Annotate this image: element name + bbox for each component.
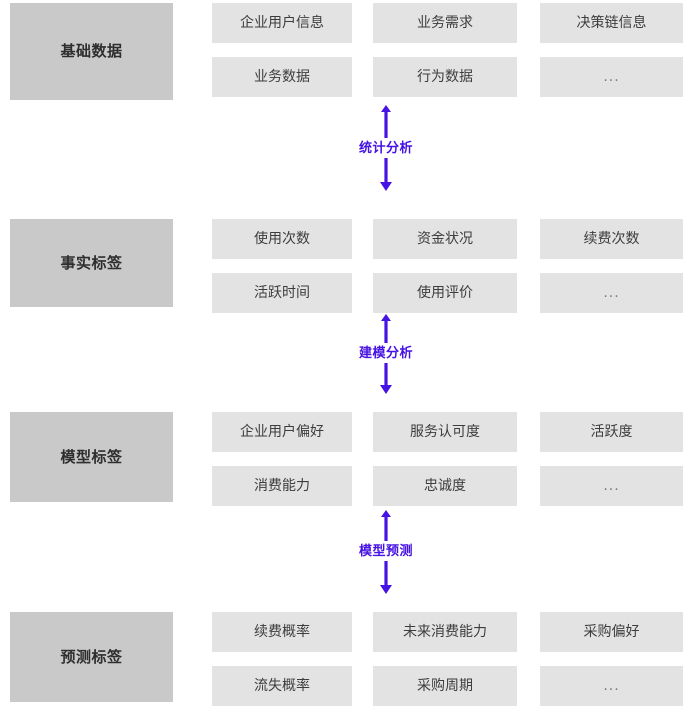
item-cell-label: 企业用户偏好 bbox=[240, 424, 324, 440]
item-cell[interactable]: 使用评价 bbox=[373, 273, 517, 313]
item-cell-label: 服务认可度 bbox=[410, 424, 480, 440]
item-cell[interactable]: 采购偏好 bbox=[540, 612, 683, 652]
item-cell-label: 续费次数 bbox=[583, 231, 640, 247]
item-cell-label: ... bbox=[603, 69, 620, 85]
item-cell-label: 行为数据 bbox=[417, 69, 473, 85]
item-cell[interactable]: 活跃度 bbox=[540, 412, 683, 452]
tier-label-box-model-labels: 模型标签 bbox=[10, 412, 173, 502]
connector-label: 模型预测 bbox=[358, 544, 413, 559]
connector-statistical-analysis: 统计分析 bbox=[330, 104, 442, 192]
item-cell[interactable]: 续费概率 bbox=[212, 612, 352, 652]
item-cell-label: ... bbox=[603, 285, 620, 301]
connector-label: 建模分析 bbox=[358, 346, 413, 361]
item-cell[interactable]: 未来消费能力 bbox=[373, 612, 517, 652]
arrow-down-icon bbox=[378, 363, 394, 395]
item-cell[interactable]: 采购周期 bbox=[373, 666, 517, 706]
item-cell-label: 未来消费能力 bbox=[403, 624, 487, 640]
item-cell-label: 资金状况 bbox=[417, 231, 473, 247]
item-cell-label: 使用次数 bbox=[254, 231, 310, 247]
arrow-up-icon bbox=[378, 313, 394, 343]
item-cell[interactable]: 业务需求 bbox=[373, 3, 517, 43]
item-cell-label: 忠诚度 bbox=[424, 478, 466, 494]
item-cell-label: 活跃度 bbox=[590, 424, 633, 440]
tier-label-text: 事实标签 bbox=[60, 253, 123, 272]
item-cell-more[interactable]: ... bbox=[540, 666, 683, 706]
arrow-down-icon bbox=[378, 158, 394, 192]
tier-label-box-fact-labels: 事实标签 bbox=[10, 219, 173, 307]
tier-label-text: 模型标签 bbox=[60, 447, 123, 466]
arrow-up-icon bbox=[378, 104, 394, 138]
item-cell-label: 业务数据 bbox=[254, 69, 310, 85]
item-cell[interactable]: 资金状况 bbox=[373, 219, 517, 259]
item-cell[interactable]: 忠诚度 bbox=[373, 466, 517, 506]
item-cell-label: ... bbox=[603, 678, 620, 694]
connector-model-prediction: 模型预测 bbox=[330, 509, 442, 595]
item-cell[interactable]: 决策链信息 bbox=[540, 3, 683, 43]
item-cell-label: 流失概率 bbox=[254, 678, 310, 694]
item-cell-label: 活跃时间 bbox=[254, 285, 310, 301]
arrow-up-icon bbox=[378, 509, 394, 541]
item-cell[interactable]: 活跃时间 bbox=[212, 273, 352, 313]
tier-basic-data: 基础数据 企业用户信息 业务需求 决策链信息 业务数据 行为数据 ... bbox=[0, 3, 692, 100]
tier-label-text: 基础数据 bbox=[60, 42, 123, 60]
item-cell-more[interactable]: ... bbox=[540, 57, 683, 97]
item-cell-label: 使用评价 bbox=[417, 285, 473, 301]
arrow-down-icon bbox=[378, 561, 394, 595]
item-cell[interactable]: 行为数据 bbox=[373, 57, 517, 97]
tier-label-box-prediction-labels: 预测标签 bbox=[10, 612, 173, 702]
item-cell-label: 续费概率 bbox=[254, 624, 310, 640]
connector-modeling-analysis: 建模分析 bbox=[330, 313, 442, 395]
item-cell[interactable]: 流失概率 bbox=[212, 666, 352, 706]
item-cell[interactable]: 业务数据 bbox=[212, 57, 352, 97]
tier-label-text: 预测标签 bbox=[60, 647, 123, 666]
tier-prediction-labels: 预测标签 续费概率 未来消费能力 采购偏好 流失概率 采购周期 ... bbox=[0, 612, 692, 706]
item-cell-label: 采购周期 bbox=[417, 678, 473, 694]
item-cell-more[interactable]: ... bbox=[540, 466, 683, 506]
item-cell-label: 采购偏好 bbox=[583, 624, 640, 640]
item-cell-label: ... bbox=[603, 478, 620, 494]
tier-model-labels: 模型标签 企业用户偏好 服务认可度 活跃度 消费能力 忠诚度 ... bbox=[0, 412, 692, 506]
item-cell-more[interactable]: ... bbox=[540, 273, 683, 313]
item-cell[interactable]: 企业用户信息 bbox=[212, 3, 352, 43]
tier-label-box-basic-data: 基础数据 bbox=[10, 3, 173, 100]
item-cell[interactable]: 服务认可度 bbox=[373, 412, 517, 452]
item-cell[interactable]: 续费次数 bbox=[540, 219, 683, 259]
item-cell-label: 企业用户信息 bbox=[240, 15, 324, 31]
item-cell-label: 业务需求 bbox=[417, 15, 473, 31]
item-cell[interactable]: 使用次数 bbox=[212, 219, 352, 259]
item-cell-label: 消费能力 bbox=[254, 478, 310, 494]
connector-label: 统计分析 bbox=[358, 141, 413, 156]
item-cell-label: 决策链信息 bbox=[576, 15, 647, 31]
tier-fact-labels: 事实标签 使用次数 资金状况 续费次数 活跃时间 使用评价 ... bbox=[0, 219, 692, 313]
item-cell[interactable]: 企业用户偏好 bbox=[212, 412, 352, 452]
item-cell[interactable]: 消费能力 bbox=[212, 466, 352, 506]
